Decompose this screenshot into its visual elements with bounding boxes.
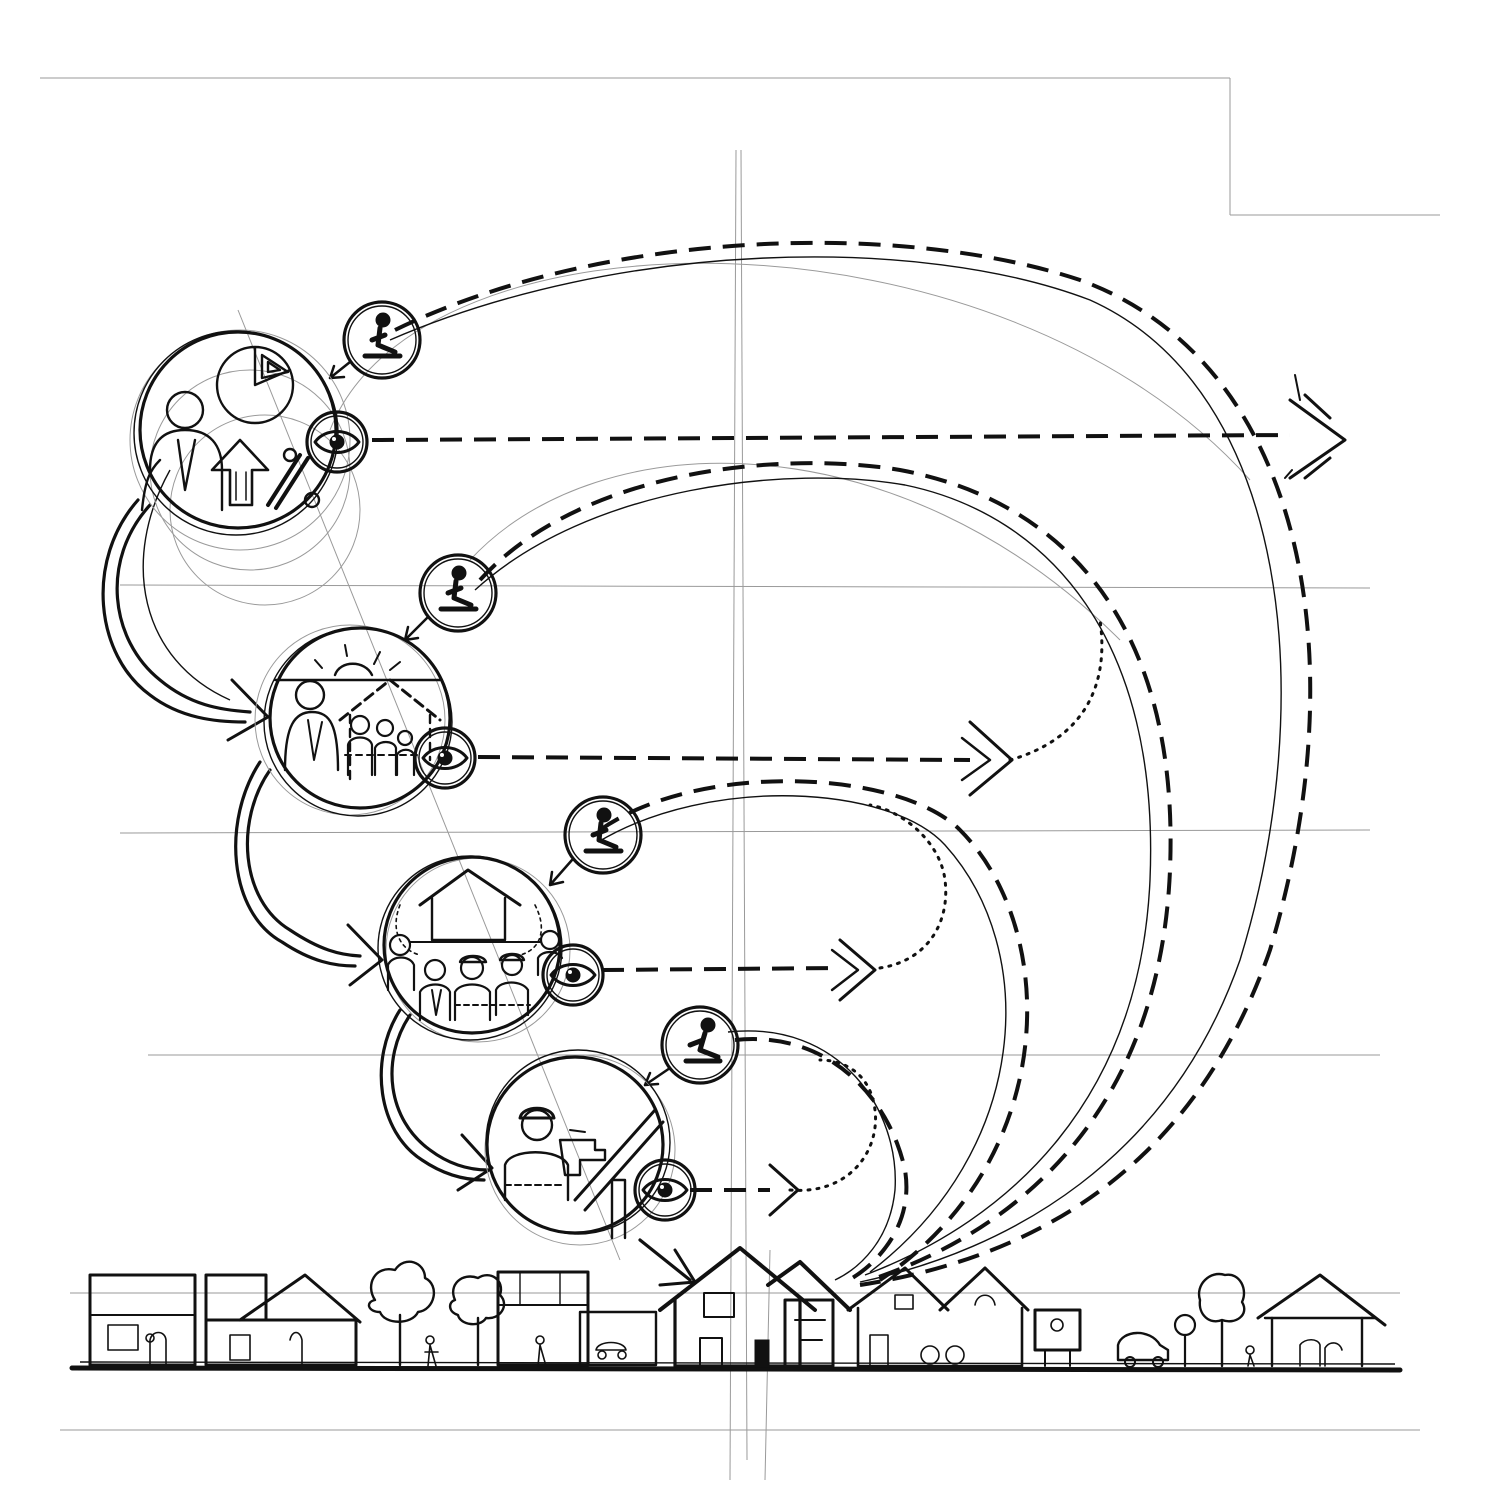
featured-house (658, 1246, 852, 1368)
stage-2-eye (413, 726, 477, 790)
outcome-arrows (371, 374, 1347, 1217)
billboard (1033, 1308, 1082, 1367)
tree (1173, 1272, 1246, 1368)
sun-icon (314, 644, 401, 677)
feedback-arcs (389, 240, 1313, 1287)
observer-node-2 (403, 553, 498, 642)
observer-node-3 (548, 795, 643, 887)
stage-4-eye (633, 1158, 697, 1222)
stage-2-node (254, 624, 453, 817)
stage-1-eye (305, 410, 369, 474)
chevron-outcome-2 (960, 720, 1014, 797)
drill-icon (558, 1129, 607, 1177)
stage-3-node (377, 855, 571, 1043)
stage-1-node (129, 329, 361, 606)
chevron-outcome-4 (768, 1163, 800, 1217)
observer-node-1 (328, 300, 422, 380)
builder-icon (503, 1106, 570, 1202)
pie-chart-icon (215, 345, 295, 425)
eye-icon (549, 963, 597, 987)
stage-4-node (484, 1049, 676, 1246)
stage-3-eye (541, 943, 605, 1007)
house-icon (395, 868, 543, 956)
eye-icon (313, 430, 361, 454)
meditating-person-icon (683, 1017, 723, 1064)
meditating-person-icon (438, 565, 479, 612)
tree (367, 1260, 436, 1367)
pavilion (1256, 1273, 1387, 1368)
stage-connectors (101, 469, 697, 1287)
streetscape (69, 1246, 1403, 1373)
hammer-icon (573, 1108, 665, 1240)
gabled-house (846, 1266, 1030, 1368)
observer-nodes (328, 300, 740, 1087)
shop-building (88, 1273, 197, 1367)
up-arrow-icon (210, 438, 270, 507)
tree (448, 1273, 506, 1367)
eye-icon (421, 746, 469, 770)
car (1116, 1331, 1170, 1368)
workers-group-icon (386, 929, 564, 1022)
meditating-person-icon (583, 807, 624, 854)
percent-icon (266, 447, 321, 510)
chevron-outcome-1 (1284, 374, 1347, 480)
meditating-person-icon (362, 312, 403, 359)
chevron-outcome-3 (830, 938, 877, 1002)
person-icon (140, 390, 224, 512)
people-group-icon (283, 679, 421, 777)
pedestrians (145, 1333, 1255, 1367)
shop-building (496, 1270, 658, 1367)
eye-icon (641, 1178, 689, 1202)
house-outline-icon (338, 678, 442, 782)
observer-node-4 (643, 1005, 740, 1087)
dotted-return-paths (788, 618, 1104, 1192)
gabled-house (204, 1273, 362, 1367)
